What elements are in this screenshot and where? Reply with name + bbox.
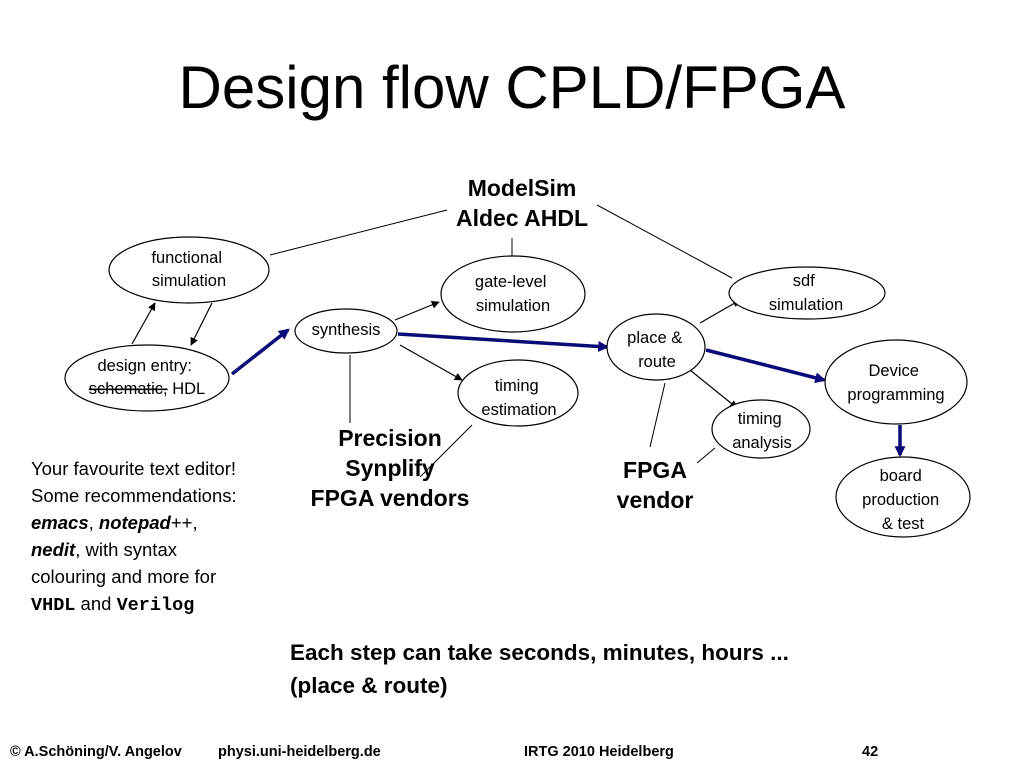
label-synthesis: synthesis (312, 321, 381, 339)
editor-notepad: notepad (98, 512, 171, 533)
simulator-tools: ModelSim Aldec AHDL (437, 173, 607, 233)
tool-vendor: vendor (616, 487, 694, 513)
editor-line-2: Some recommendations: (31, 485, 237, 506)
label-place-route: place & route (627, 329, 687, 371)
synthesis-tools: Precision Synplify FPGA vendors (290, 423, 490, 513)
editor-recommendation-note: Your favourite text editor! Some recomme… (31, 455, 301, 619)
label-board-production: board production & test (862, 467, 944, 533)
connector-place-route-vendor (649, 382, 666, 448)
arrow-synthesis-to-gatelevel (394, 301, 440, 321)
editor-verilog: Verilog (116, 595, 195, 616)
flow-arrow-synthesis-to-place-route (397, 332, 610, 352)
node-functional-simulation (108, 236, 270, 304)
arrow-functional-to-entry (190, 302, 213, 346)
flow-arrow-entry-to-synthesis (230, 328, 290, 376)
label-timing-estimation: timing estimation (481, 377, 556, 419)
arrow-synthesis-to-timing-estimation (399, 344, 463, 381)
page-title: Design flow CPLD/FPGA (178, 54, 846, 121)
tool-synplify: Synplify (345, 455, 435, 481)
tool-fpga-vendors: FPGA vendors (310, 485, 470, 511)
node-timing-analysis (711, 399, 811, 459)
label-sdf-simulation: sdf simulation (769, 272, 843, 314)
node-device-programming (824, 339, 968, 425)
tool-modelsim: ModelSim (467, 175, 577, 201)
tool-aldec-ahdl: Aldec AHDL (455, 205, 589, 231)
node-timing-estimation (457, 359, 579, 427)
label-gate-level-simulation: gate-level simulation (475, 273, 551, 315)
footer-event: IRTG 2010 Heidelberg (524, 744, 674, 760)
editor-vhdl: VHDL (31, 595, 76, 616)
editor-line-1: Your favourite text editor! (31, 458, 236, 479)
arrow-place-route-to-sdf (699, 299, 741, 324)
label-device-programming: Device programming (847, 362, 944, 404)
node-place-route (606, 313, 706, 381)
editor-nedit: nedit (31, 539, 76, 560)
node-sdf-simulation (728, 266, 886, 320)
timing-note-line-2: (place & route) (290, 673, 448, 698)
label-design-entry: design entry: schematic, HDL (89, 357, 205, 398)
footer-site: physi.uni-heidelberg.de (218, 744, 381, 760)
connector-modelsim-functional (269, 209, 448, 256)
node-synthesis (294, 308, 398, 354)
footer-page-number: 42 (862, 744, 879, 760)
editor-line-5: colouring and more for (31, 566, 217, 587)
footer-author: © A.Schöning/V. Angelov (10, 744, 182, 760)
fpga-vendor-tool: FPGA vendor (600, 455, 710, 515)
connector-modelsim-sdf (596, 204, 733, 279)
arrow-place-route-to-timing-analysis (689, 369, 738, 409)
arrow-entry-to-functional (131, 302, 156, 345)
editor-emacs: emacs (31, 512, 89, 533)
label-functional-simulation: functional simulation (151, 249, 226, 290)
editor-line-3: emacs, notepad++, (31, 512, 198, 533)
node-gate-level-simulation (440, 255, 586, 333)
editor-line-4: nedit, with syntax (31, 539, 177, 560)
node-board-production (835, 456, 971, 538)
timing-note: Each step can take seconds, minutes, hou… (290, 636, 789, 702)
flow-arrow-place-route-to-device (705, 348, 827, 384)
node-design-entry (64, 344, 230, 412)
tool-precision: Precision (338, 425, 442, 451)
tool-fpga: FPGA (623, 457, 687, 483)
connector-timing-estimation-vendors (419, 424, 473, 478)
editor-line-6: VHDL and Verilog (31, 593, 195, 616)
timing-note-line-1: Each step can take seconds, minutes, hou… (290, 640, 789, 665)
connector-timing-analysis-vendor (696, 447, 716, 464)
label-timing-analysis: timing analysis (732, 410, 792, 452)
